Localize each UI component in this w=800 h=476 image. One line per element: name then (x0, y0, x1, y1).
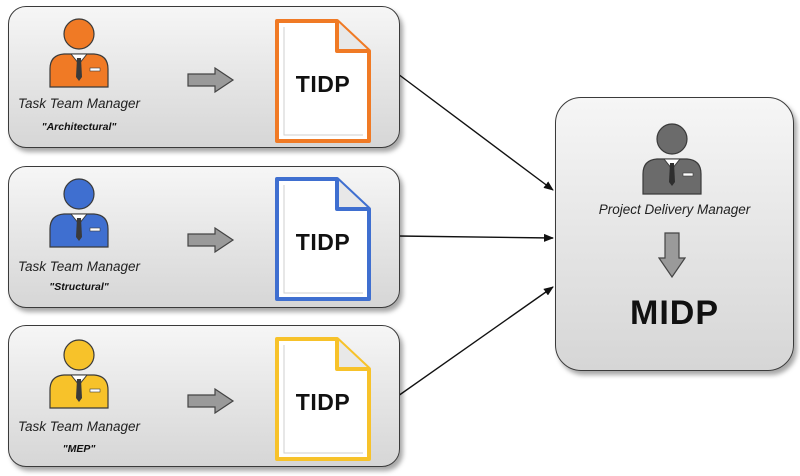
arrow-right-icon (187, 388, 235, 414)
arrow-right-icon (187, 67, 235, 93)
arrow-right-icon (187, 227, 235, 253)
arrow-down-icon (658, 232, 686, 278)
document-title: MIDP (630, 294, 719, 332)
manager-avatar-icon (49, 178, 109, 248)
manager-avatar-icon (49, 339, 109, 409)
task-team-panel-mep: Task Team Manager "MEP" TIDP (8, 325, 400, 467)
role-label: Task Team Manager (17, 96, 141, 111)
delivery-manager-panel: Project Delivery Manager MIDP (555, 97, 794, 371)
discipline-label: "MEP" (62, 443, 96, 455)
connector-arrow-architectural (397, 73, 554, 191)
role-label: Project Delivery Manager (598, 202, 751, 217)
document-icon (275, 177, 371, 301)
task-team-panel-architectural: Task Team Manager "Architectural" TIDP (8, 6, 400, 148)
manager-avatar-icon (49, 18, 109, 88)
discipline-label: "Architectural" (41, 121, 117, 133)
connector-arrow-mep (397, 286, 554, 397)
role-label: Task Team Manager (17, 419, 141, 434)
document-icon (275, 19, 371, 143)
role-label: Task Team Manager (17, 259, 141, 274)
document-icon (275, 337, 371, 461)
connector-arrow-structural (397, 233, 554, 242)
discipline-label: "Structural" (49, 281, 109, 293)
manager-avatar-icon (642, 123, 702, 195)
task-team-panel-structural: Task Team Manager "Structural" TIDP (8, 166, 400, 308)
document-title: TIDP (295, 71, 351, 97)
document-title: TIDP (295, 229, 351, 255)
document-title: TIDP (295, 389, 351, 415)
